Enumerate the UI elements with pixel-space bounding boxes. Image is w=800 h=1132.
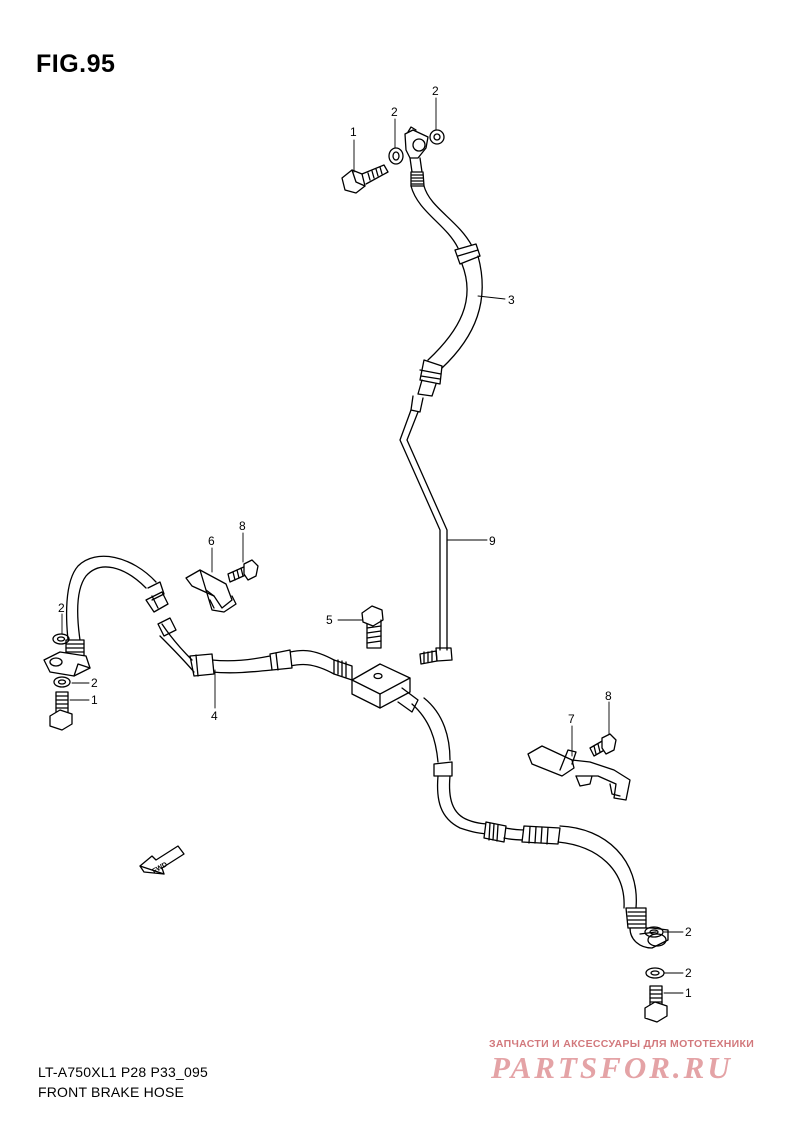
callout-4: 4 [211, 709, 218, 723]
bolt-right [644, 985, 668, 1023]
callout-2-right-a: 2 [685, 925, 692, 939]
callout-3: 3 [508, 293, 515, 307]
washer-right-b [645, 967, 665, 979]
callout-8-right: 8 [605, 689, 612, 703]
bolt-5 [361, 605, 384, 649]
washer-left-b [53, 676, 71, 688]
metal-brake-pipe-9 [399, 395, 453, 665]
washer-right-a [644, 926, 664, 938]
bolt-top [341, 164, 389, 194]
brake-hose-3 [410, 185, 483, 397]
washer-top-a [388, 147, 404, 165]
clamp-7 [527, 745, 631, 801]
callout-2-right-b: 2 [685, 966, 692, 980]
callout-1-right: 1 [685, 986, 692, 1000]
brake-junction-block [333, 659, 419, 713]
callout-2-left-a: 2 [58, 601, 65, 615]
callout-9: 9 [489, 534, 496, 548]
bolt-8-left [227, 559, 259, 583]
bolt-8-right [589, 733, 617, 757]
bolt-left [49, 691, 73, 731]
callout-6: 6 [208, 534, 215, 548]
banjo-fitting-left [43, 651, 91, 677]
banjo-fitting-top [404, 126, 429, 187]
figure-name: FRONT BRAKE HOSE [38, 1084, 185, 1100]
brake-hose-right [411, 697, 647, 929]
callout-2-top-b: 2 [432, 84, 439, 98]
watermark-tagline: ЗАПЧАСТИ И АКСЕССУАРЫ ДЛЯ МОТОТЕХНИКИ [489, 1038, 755, 1050]
callout-2-top-a: 2 [391, 105, 398, 119]
clamp-6 [185, 569, 237, 613]
model-code: LT-A750XL1 P28 P33_095 [38, 1064, 208, 1080]
washer-top-b [429, 129, 445, 145]
callout-7: 7 [568, 712, 575, 726]
figure-title: FIG.95 [36, 50, 116, 78]
callout-1-top: 1 [350, 125, 357, 139]
banjo-fitting-right [629, 927, 669, 949]
leader-lines [61, 97, 684, 994]
washer-left-a [52, 633, 70, 645]
brake-hose-4 [65, 555, 335, 677]
watermark-logo: PARTSFOR.RU [491, 1050, 733, 1085]
fwd-arrow-icon [139, 845, 185, 875]
callout-8-left: 8 [239, 519, 246, 533]
callout-1-left: 1 [91, 693, 98, 707]
callout-2-left-b: 2 [91, 676, 98, 690]
callout-5: 5 [326, 613, 333, 627]
